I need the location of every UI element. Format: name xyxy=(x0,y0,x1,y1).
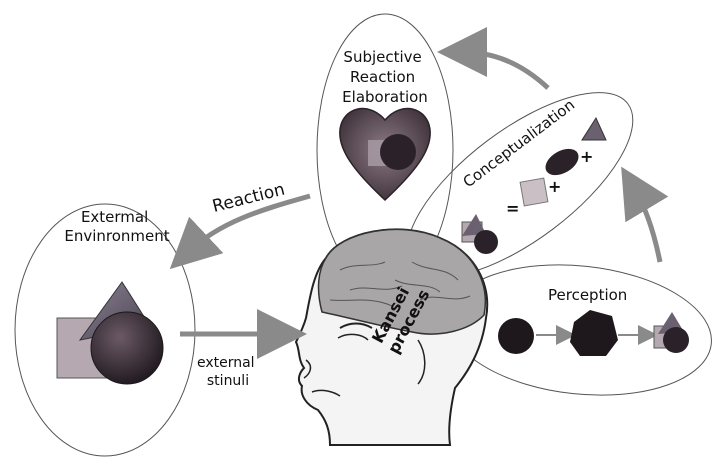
subjective-label: Subjective Reaction Elaboration xyxy=(342,48,428,106)
sphere-icon xyxy=(91,312,163,384)
plus-sign: + xyxy=(580,147,593,166)
perceived-object xyxy=(654,312,689,353)
external-stimuli-label: external stinuli xyxy=(197,355,259,389)
blob-icon xyxy=(570,310,618,356)
heart-icon xyxy=(340,109,430,200)
plus-sign: + xyxy=(548,177,561,196)
sphere-icon xyxy=(474,230,498,254)
sphere-icon xyxy=(663,327,689,353)
sphere-icon xyxy=(498,318,534,354)
cube-icon xyxy=(520,178,548,206)
reaction-label: Reaction xyxy=(210,180,286,217)
conceptualization-to-subjective-arrow xyxy=(462,52,548,88)
environment-object xyxy=(57,282,163,384)
cylinder-icon xyxy=(541,143,583,180)
cone-icon xyxy=(582,118,606,140)
equals-sign: = xyxy=(506,199,519,218)
conceptualization-composite xyxy=(462,214,498,254)
external-environment-label: Extermal Envinronment xyxy=(64,208,169,245)
perception-label: Perception xyxy=(548,286,627,304)
perception-to-conceptualization-arrow xyxy=(634,188,660,262)
